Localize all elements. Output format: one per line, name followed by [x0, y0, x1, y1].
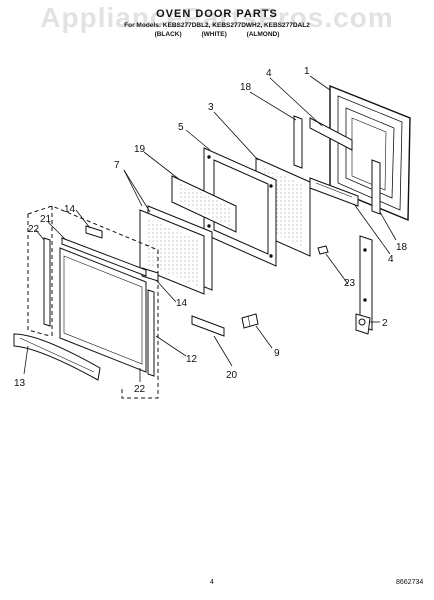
- callout-14-upper: 14: [64, 204, 76, 215]
- side-trim-22-right: [147, 289, 155, 377]
- outer-door-panel: [329, 84, 411, 222]
- hinge-2: [355, 313, 371, 335]
- heat-shield-19: [171, 175, 237, 233]
- bracket-14-upper: [85, 225, 103, 239]
- diagram-header: OVEN DOOR PARTS For Models: KEBS277DBL2,…: [0, 8, 434, 39]
- screw-23: [317, 245, 329, 255]
- callout-20: 20: [226, 370, 238, 381]
- callout-23: 23: [344, 278, 356, 289]
- page-number: 4: [210, 579, 214, 586]
- color-black: (BLACK): [154, 31, 182, 38]
- side-trim-22-left: [43, 237, 51, 327]
- vent-trim-20: [191, 315, 225, 337]
- callout-22-upper: 22: [28, 224, 40, 235]
- callout-12: 12: [186, 354, 198, 365]
- callout-9: 9: [274, 348, 280, 359]
- top-trim-21: [61, 237, 147, 277]
- callout-4-right: 4: [388, 254, 394, 265]
- callout-2: 2: [382, 318, 388, 329]
- callout-19: 19: [134, 144, 146, 155]
- model-list: For Models: KEBS277DBL2, KEBS277DWH2, KE…: [124, 22, 310, 29]
- inner-glass-7: [139, 205, 213, 295]
- diagram-code: 8662734: [396, 579, 424, 586]
- color-white: (WHITE): [201, 31, 227, 38]
- callout-4-top: 4: [266, 68, 272, 79]
- callout-14-lower: 14: [176, 298, 188, 309]
- callout-22-lower: 22: [134, 384, 146, 395]
- color-list: (BLACK) (WHITE) (ALMOND): [0, 30, 434, 39]
- door-assembly-outline: [27, 205, 159, 399]
- callout-labels: 1 18 4 3 5 19 7 14 21 22 14 23 18 4 2 9 …: [14, 66, 408, 395]
- callout-1: 1: [304, 66, 310, 77]
- diagram-title: OVEN DOOR PARTS: [156, 8, 278, 20]
- hinge-channel: [359, 235, 373, 331]
- color-almond: (ALMOND): [246, 31, 280, 38]
- left-trim-18: [293, 115, 303, 169]
- callout-21: 21: [40, 214, 52, 225]
- front-glass-panel: [59, 247, 147, 373]
- upper-trim-strip: [309, 117, 353, 151]
- callout-18-top: 18: [240, 82, 252, 93]
- callout-5: 5: [178, 122, 184, 133]
- right-trim-18: [371, 159, 381, 215]
- callout-13: 13: [14, 378, 26, 389]
- callout-7: 7: [114, 160, 120, 171]
- clip-9: [241, 313, 259, 329]
- leader-lines: [23, 75, 397, 382]
- callout-3: 3: [208, 102, 214, 113]
- callout-18-right: 18: [396, 242, 408, 253]
